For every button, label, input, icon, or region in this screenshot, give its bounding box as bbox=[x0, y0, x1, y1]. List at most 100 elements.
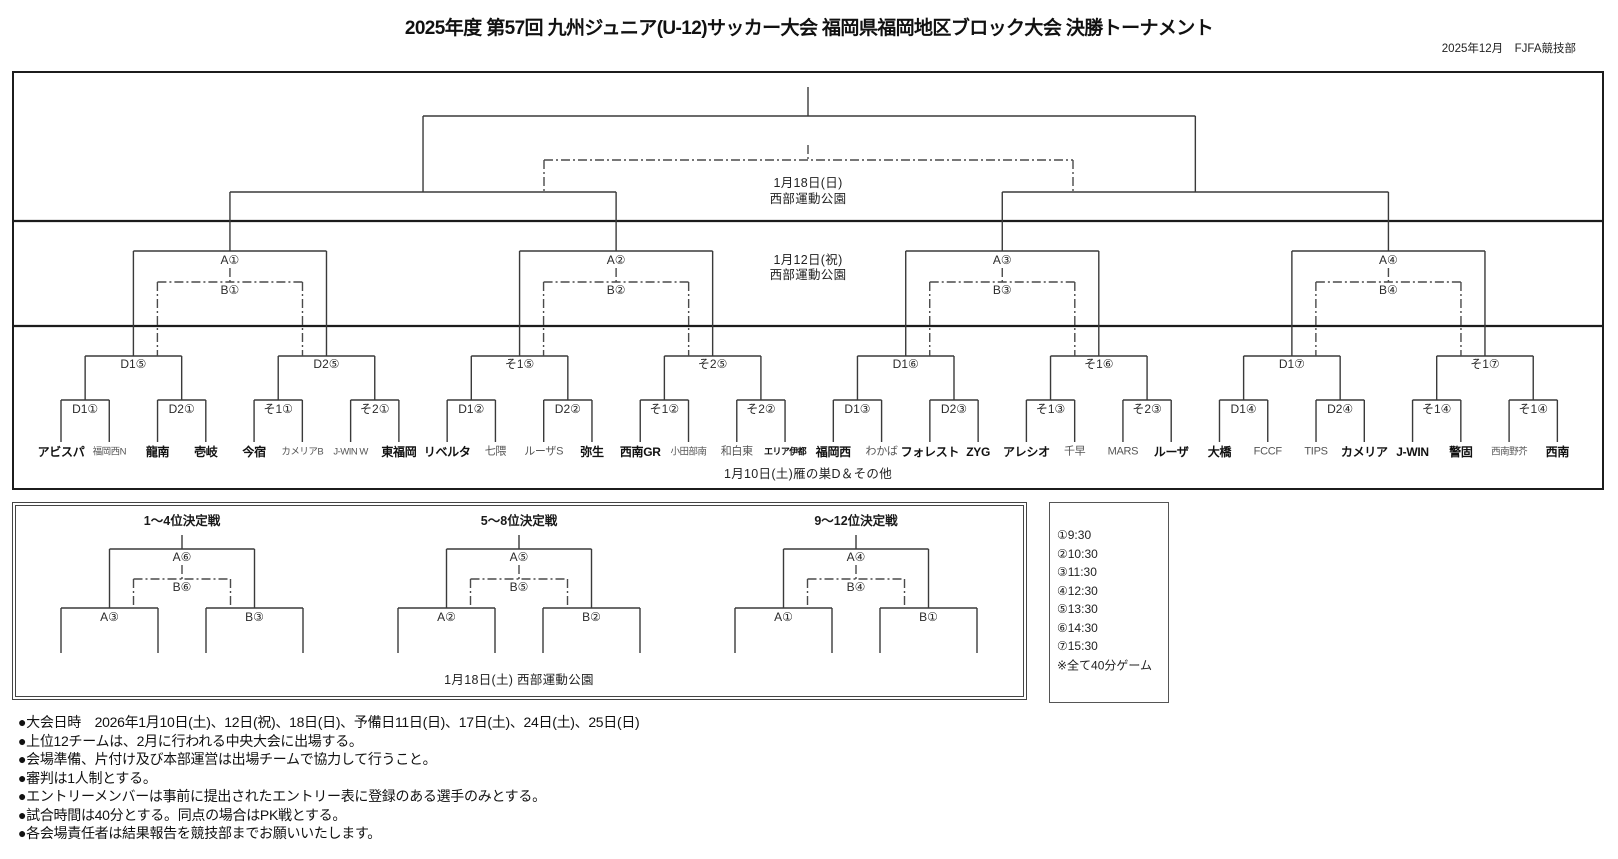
placement-right-slot-label: B② bbox=[582, 610, 601, 624]
placement-group-title: 5～8位決定戦 bbox=[480, 513, 558, 528]
quarterfinal-venue: 西部運動公園 bbox=[769, 267, 847, 282]
round2-match-label: そ2⑤ bbox=[697, 357, 728, 371]
placement-group-title: 9～12位決定戦 bbox=[814, 513, 898, 528]
placement-lose-label: B⑥ bbox=[172, 580, 192, 594]
round1-match-label: そ2③ bbox=[1132, 402, 1162, 416]
team-name: FCCF bbox=[1253, 445, 1282, 458]
note-item: ●各会場責任者は結果報告を競技部までお願いいたします。 bbox=[18, 825, 381, 841]
placement-win-label: A⑥ bbox=[172, 550, 192, 564]
schedule-time: ②10:30 bbox=[1057, 546, 1098, 561]
quarterfinal-lose-label: B① bbox=[220, 283, 240, 297]
round2-match-label: D2⑤ bbox=[313, 357, 340, 371]
schedule-time: ④12:30 bbox=[1057, 583, 1098, 598]
round1-match-label: そ1④ bbox=[1421, 402, 1452, 416]
team-name: 西南 bbox=[1545, 445, 1570, 459]
placement-right-slot-label: B① bbox=[919, 610, 938, 624]
quarterfinal-date: 1月12日(祝) bbox=[773, 252, 843, 267]
round2-match-label: そ1⑤ bbox=[504, 357, 535, 371]
round2-match-label: そ1⑦ bbox=[1470, 357, 1500, 371]
round1-match-label: そ1③ bbox=[1035, 402, 1066, 416]
schedule-time: ⑥14:30 bbox=[1057, 620, 1098, 635]
quarterfinal-lose-label: B② bbox=[606, 283, 626, 297]
team-name: カメリア bbox=[1340, 445, 1388, 459]
round2-match-label: D1⑦ bbox=[1278, 357, 1305, 371]
note-item: ●会場準備、片付け及び本部運営は出場チームで協力して行うこと。 bbox=[18, 751, 437, 767]
first-round-venue: 1月10日(土)雁の巣D＆その他 bbox=[723, 466, 893, 481]
placement-left-slot-label: A③ bbox=[100, 610, 119, 624]
team-name: アビスパ bbox=[37, 445, 85, 459]
placement-win-label: A④ bbox=[846, 550, 866, 564]
round1-match-label: そ2② bbox=[746, 402, 776, 416]
main-bracket-frame bbox=[12, 71, 1604, 490]
round1-match-label: そ2① bbox=[360, 402, 390, 416]
round1-match-label: D1③ bbox=[844, 402, 871, 416]
round2-match-label: そ1⑥ bbox=[1084, 357, 1114, 371]
team-name: 今宿 bbox=[242, 445, 266, 459]
team-name: リベルタ bbox=[423, 445, 471, 459]
team-name: アレシオ bbox=[1002, 445, 1050, 459]
team-name: カメリアB bbox=[281, 446, 324, 458]
placement-right-slot-label: B③ bbox=[245, 610, 264, 624]
round1-match-label: D1① bbox=[72, 402, 99, 416]
round1-match-label: D2④ bbox=[1327, 402, 1354, 416]
note-item: ●エントリーメンバーは事前に提出されたエントリー表に登録のある選手のみとする。 bbox=[18, 788, 546, 804]
team-name: 和白東 bbox=[720, 445, 753, 458]
quarterfinal-win-label: A① bbox=[220, 253, 240, 267]
note-item: ●審判は1人制とする。 bbox=[18, 769, 157, 786]
quarterfinal-lose-label: B④ bbox=[1379, 283, 1398, 297]
team-name: 弥生 bbox=[580, 445, 604, 459]
round1-match-label: D1② bbox=[458, 402, 485, 416]
schedule-note: ※全て40分ゲーム bbox=[1057, 658, 1153, 672]
placement-left-slot-label: A① bbox=[774, 610, 793, 624]
placement-group-title: 1～4位決定戦 bbox=[143, 513, 221, 528]
team-name: 小田部南 bbox=[670, 446, 707, 458]
schedule-box bbox=[1049, 502, 1169, 703]
team-name: J-WIN W bbox=[333, 446, 368, 458]
schedule-time: ③11:30 bbox=[1057, 565, 1097, 579]
team-name: ルーザ bbox=[1153, 445, 1189, 459]
round1-match-label: そ1④ bbox=[1518, 402, 1548, 416]
team-name: ルーザS bbox=[524, 445, 564, 458]
team-name: フォレスト bbox=[900, 445, 960, 459]
schedule-time: ①9:30 bbox=[1057, 528, 1092, 542]
team-name: わかば bbox=[865, 445, 898, 458]
issuer-label: 2025年12月 FJFA競技部 bbox=[1441, 43, 1576, 55]
team-name: 千早 bbox=[1063, 445, 1086, 458]
team-name: 東福岡 bbox=[381, 445, 417, 459]
team-name: 壱岐 bbox=[194, 445, 218, 459]
team-name: 西南野芥 bbox=[1491, 446, 1528, 458]
note-item: ●大会日時 2026年1月10日(土)、12日(祝)、18日(日)、予備日11日… bbox=[18, 714, 640, 730]
team-name: 龍南 bbox=[145, 445, 170, 459]
placement-lose-label: B⑤ bbox=[509, 580, 529, 594]
quarterfinal-win-label: A③ bbox=[992, 253, 1012, 267]
team-name: 七隈 bbox=[484, 445, 507, 458]
quarterfinal-win-label: A④ bbox=[1379, 253, 1398, 267]
placement-brackets-frame bbox=[12, 502, 1027, 700]
team-name: 西南GR bbox=[619, 445, 661, 459]
team-name: J-WIN bbox=[1396, 445, 1429, 459]
team-name: ZYG bbox=[966, 445, 991, 459]
placement-win-label: A⑤ bbox=[509, 550, 529, 564]
quarterfinal-win-label: A② bbox=[606, 253, 626, 267]
team-name: 大橋 bbox=[1207, 445, 1232, 459]
schedule-time: ⑦15:30 bbox=[1057, 639, 1098, 653]
quarterfinal-lose-label: B③ bbox=[992, 283, 1012, 297]
team-name: 警固 bbox=[1449, 445, 1473, 459]
round1-match-label: そ1② bbox=[649, 402, 680, 416]
placement-lose-label: B④ bbox=[846, 580, 866, 594]
round2-match-label: D1⑤ bbox=[120, 357, 147, 371]
team-name: MARS bbox=[1107, 445, 1139, 458]
note-item: ●試合時間は40分とする。同点の場合はPK戦とする。 bbox=[18, 806, 347, 823]
schedule-time: ⑤13:30 bbox=[1057, 602, 1098, 616]
final-venue: 西部運動公園 bbox=[769, 191, 847, 206]
placement-venue: 1月18日(土) 西部運動公園 bbox=[444, 672, 594, 687]
team-name: 福岡西N bbox=[92, 446, 127, 458]
final-date: 1月18日(日) bbox=[773, 175, 843, 190]
round1-match-label: D2② bbox=[554, 402, 581, 416]
team-name: TIPS bbox=[1304, 445, 1328, 458]
round1-match-label: D1④ bbox=[1230, 402, 1257, 416]
round1-match-label: D2③ bbox=[940, 402, 968, 416]
round1-match-label: D2① bbox=[168, 402, 195, 416]
